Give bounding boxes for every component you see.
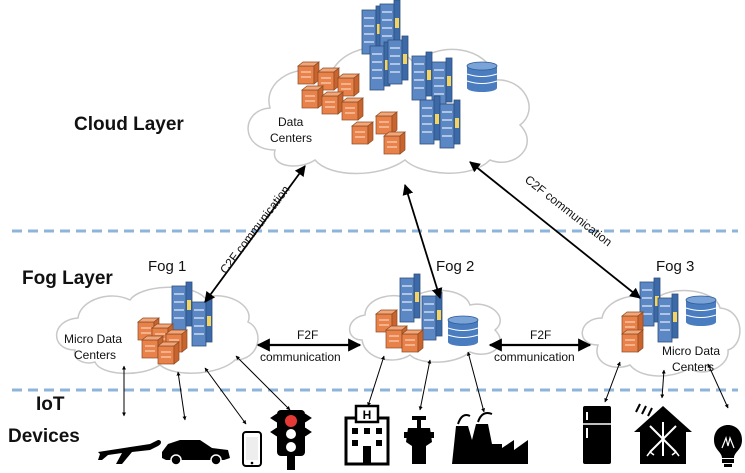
cloud-storage-icon [466, 61, 498, 93]
f2f-left-label-line1: F2F [297, 328, 319, 342]
iot-layer-title-line2: Devices [8, 426, 80, 447]
fog3-label-line1: Micro Data [662, 344, 721, 358]
fog1-label-line1: Micro Data [64, 332, 123, 346]
hospital-icon: H [344, 404, 390, 466]
refrigerator-icon [583, 406, 611, 464]
cloud-label-line1: Data [278, 115, 304, 129]
airplane-icon [98, 440, 161, 464]
c2f-right-arrow [469, 161, 641, 299]
fog1-label-line2: Centers [74, 348, 117, 362]
f2f-right-label-line1: F2F [530, 328, 552, 342]
valve-icon [404, 416, 434, 464]
traffic-light-icon [270, 410, 312, 470]
c2f-right-label: C2F communication [522, 172, 615, 249]
fog2-storage-icon [447, 315, 479, 347]
cloud-layer-title: Cloud Layer [74, 114, 184, 135]
factory-icon [452, 412, 528, 464]
light-bulb-icon [714, 425, 742, 467]
svg-text:H: H [363, 408, 372, 422]
cloud-data-center [247, 0, 530, 175]
c2f-middle-arrow [402, 183, 443, 300]
fog1-title: Fog 1 [148, 258, 187, 275]
f2f-right-label-line2: communication [494, 350, 575, 364]
smart-home-icon [634, 403, 692, 464]
fog2-title: Fog 2 [436, 258, 475, 275]
f2f-left-label-line2: communication [260, 350, 341, 364]
c2f-left-arrow [204, 165, 306, 303]
iot-layer-title-line1: IoT [36, 394, 65, 415]
fog3-title: Fog 3 [656, 258, 695, 275]
device-links [122, 351, 729, 425]
car-icon [162, 440, 230, 466]
fog3-label-line2: Centers [672, 360, 715, 374]
fog3-storage-icon [685, 295, 717, 327]
cloud-label-line2: Centers [270, 131, 313, 145]
smartphone-icon [242, 431, 262, 467]
fog-layer-title: Fog Layer [22, 268, 113, 289]
